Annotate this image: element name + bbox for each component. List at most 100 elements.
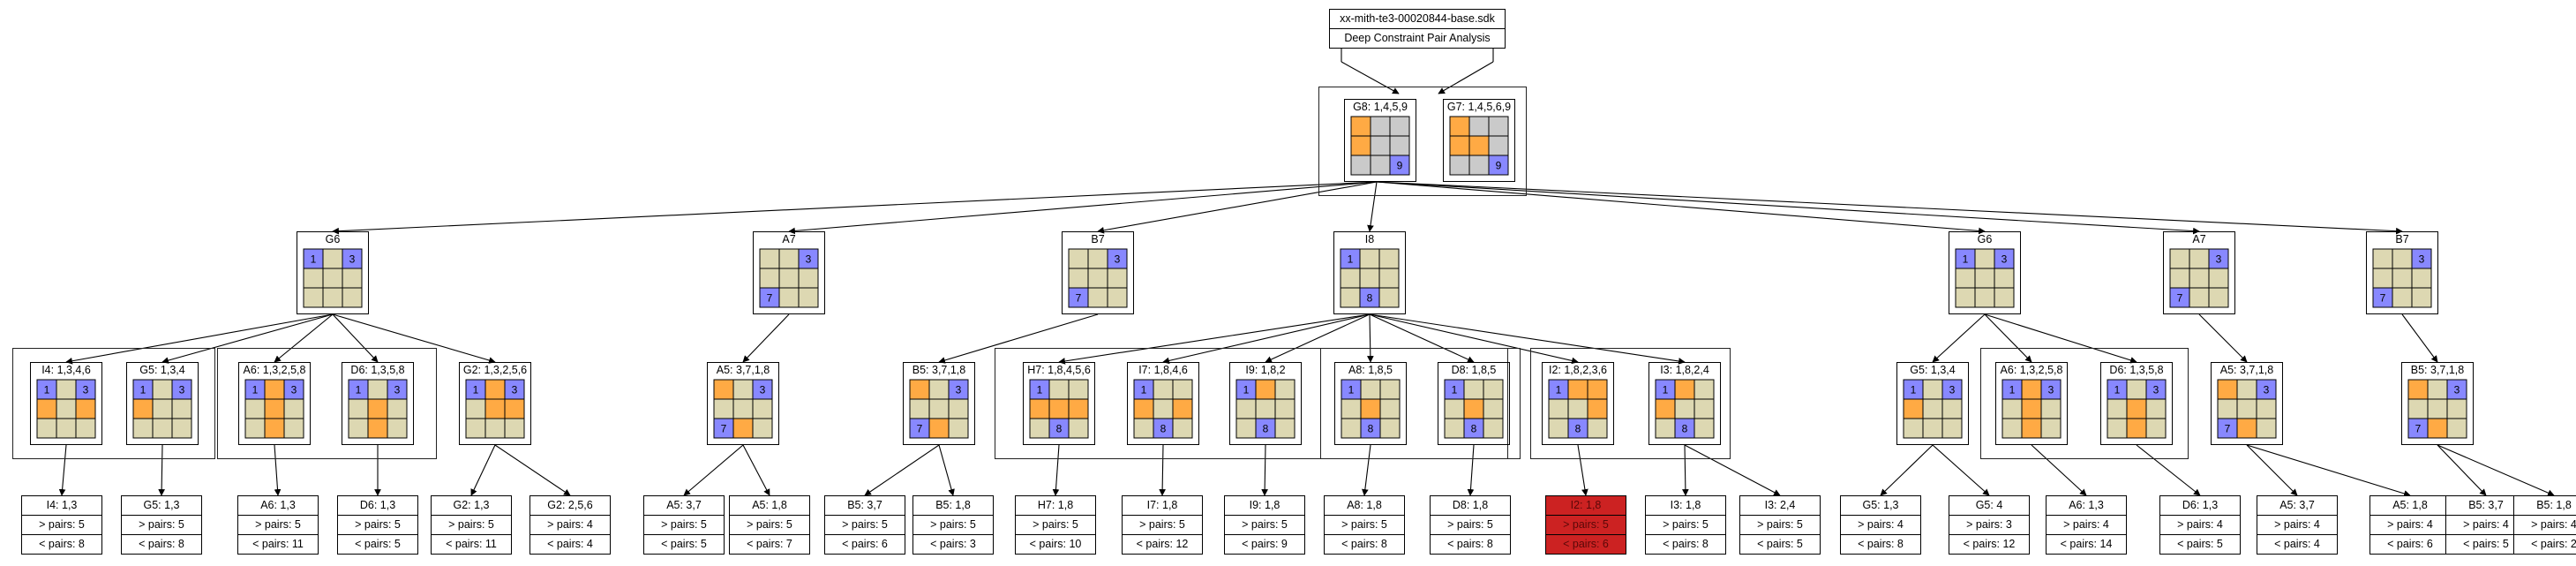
leaf-node[interactable]: A5: 3,7> pairs: 4< pairs: 4: [2257, 495, 2338, 555]
leaf-node[interactable]: I3: 1,8> pairs: 5< pairs: 8: [1645, 495, 1726, 555]
candidate-grid[interactable]: 18: [1444, 379, 1504, 439]
leaf-node[interactable]: I4: 1,3> pairs: 5< pairs: 8: [21, 495, 102, 555]
leaf-node[interactable]: I2: 1,8> pairs: 5< pairs: 6: [1545, 495, 1626, 555]
node-label[interactable]: G5: 1,3,4: [1910, 364, 1956, 376]
leaf-node[interactable]: B5: 3,7> pairs: 5< pairs: 6: [824, 495, 905, 555]
node-label[interactable]: D6: 1,3,5,8: [350, 364, 405, 376]
leaf-node[interactable]: G2: 2,5,6> pairs: 4< pairs: 4: [529, 495, 611, 555]
node-label[interactable]: G6: [325, 233, 341, 245]
candidate-grid[interactable]: 37: [2407, 379, 2467, 439]
node-label[interactable]: B7: [2395, 233, 2409, 245]
grid-digit: 7: [721, 423, 727, 435]
candidate-grid[interactable]: 37: [1068, 248, 1128, 308]
candidate-grid[interactable]: 9: [1350, 116, 1410, 176]
cluster-group: [1530, 348, 1731, 459]
node-label[interactable]: I9: 1,8,2: [1245, 364, 1286, 376]
candidate-grid[interactable]: 37: [2372, 248, 2432, 308]
node-label[interactable]: G2: 1,3,2,5,6: [462, 364, 528, 376]
header-line: xx-mith-te3-00020844-base.sdk: [1340, 12, 1495, 25]
node-label[interactable]: B7: [1091, 233, 1105, 245]
node-label[interactable]: I8: [1364, 233, 1375, 245]
tree-edge: [2437, 444, 2487, 496]
node-label[interactable]: D6: 1,3,5,8: [2109, 364, 2164, 376]
candidate-grid[interactable]: 37: [759, 248, 819, 308]
tree-edge: [938, 313, 1099, 364]
leaf-node[interactable]: B5: 1,8> pairs: 4< pairs: 2: [2513, 495, 2576, 555]
leaf-node[interactable]: D8: 1,8> pairs: 5< pairs: 8: [1430, 495, 1511, 555]
candidate-grid[interactable]: 18: [1340, 248, 1400, 308]
leaf-less-pairs: < pairs: 12: [1123, 534, 1202, 554]
candidate-grid[interactable]: 18: [1235, 379, 1296, 439]
grid-digit: 7: [917, 423, 923, 435]
node-label[interactable]: B5: 3,7,1,8: [2410, 364, 2465, 376]
candidate-grid[interactable]: 37: [909, 379, 969, 439]
leaf-title: G2: 2,5,6: [547, 499, 593, 511]
node-label[interactable]: G7: 1,4,5,6,9: [1446, 101, 1512, 113]
tree-edge: [1682, 444, 1689, 496]
leaf-node[interactable]: A5: 1,8> pairs: 5< pairs: 7: [729, 495, 810, 555]
leaf-node[interactable]: H7: 1,8> pairs: 5< pairs: 10: [1015, 495, 1096, 555]
leaf-node[interactable]: D6: 1,3> pairs: 5< pairs: 5: [337, 495, 418, 555]
grid-digit: 1: [2009, 384, 2016, 396]
leaf-node[interactable]: G5: 4> pairs: 3< pairs: 12: [1949, 495, 2030, 555]
node-label[interactable]: D8: 1,8,5: [1451, 364, 1497, 376]
leaf-node[interactable]: I7: 1,8> pairs: 5< pairs: 12: [1122, 495, 1203, 555]
node-label[interactable]: G6: [1977, 233, 1993, 245]
node-label[interactable]: A5: 3,7,1,8: [716, 364, 770, 376]
leaf-node[interactable]: A6: 1,3> pairs: 5< pairs: 11: [237, 495, 319, 555]
leaf-node[interactable]: G2: 1,3> pairs: 5< pairs: 11: [431, 495, 512, 555]
node-label[interactable]: I2: 1,8,2,3,6: [1548, 364, 1608, 376]
node-label[interactable]: G8: 1,4,5,9: [1353, 101, 1408, 113]
candidate-grid[interactable]: 18: [1655, 379, 1715, 439]
leaf-node[interactable]: A8: 1,8> pairs: 5< pairs: 8: [1324, 495, 1405, 555]
candidate-grid[interactable]: 37: [713, 379, 773, 439]
candidate-grid[interactable]: 37: [2169, 248, 2229, 308]
candidate-grid[interactable]: 18: [1133, 379, 1193, 439]
node-label[interactable]: G5: 1,3,4: [139, 364, 185, 376]
node-frame: [1648, 362, 1721, 445]
candidate-grid[interactable]: 37: [2217, 379, 2277, 439]
candidate-grid[interactable]: 18: [1548, 379, 1608, 439]
node-frame: [2211, 362, 2283, 445]
grid-digit: 3: [2454, 384, 2460, 396]
node-label[interactable]: A6: 1,3,2,5,8: [2000, 364, 2063, 376]
node-label[interactable]: A7: [2192, 233, 2206, 245]
leaf-less-pairs: < pairs: 5: [1740, 534, 1820, 554]
leaf-node[interactable]: G5: 1,3> pairs: 4< pairs: 8: [1840, 495, 1921, 555]
leaf-node[interactable]: G5: 1,3> pairs: 5< pairs: 8: [121, 495, 202, 555]
node-label[interactable]: A8: 1,8,5: [1348, 364, 1393, 376]
node-label[interactable]: A6: 1,3,2,5,8: [243, 364, 306, 376]
leaf-greater-pairs: > pairs: 5: [913, 515, 993, 534]
leaf-node[interactable]: I9: 1,8> pairs: 5< pairs: 9: [1224, 495, 1305, 555]
leaf-title: I2: 1,8: [1570, 499, 1602, 511]
leaf-node[interactable]: B5: 1,8> pairs: 5< pairs: 3: [912, 495, 994, 555]
leaf-node[interactable]: A5: 1,8> pairs: 4< pairs: 6: [2369, 495, 2451, 555]
candidate-grid[interactable]: 18: [1341, 379, 1401, 439]
leaf-node[interactable]: A6: 1,3> pairs: 4< pairs: 14: [2046, 495, 2127, 555]
tree-edge: [2246, 444, 2411, 497]
node-label[interactable]: H7: 1,8,4,5,6: [1027, 364, 1091, 376]
node-label[interactable]: I4: 1,3,4,6: [41, 364, 91, 376]
node-label[interactable]: A7: [782, 233, 796, 245]
node-label[interactable]: I7: 1,8,4,6: [1138, 364, 1188, 376]
leaf-node[interactable]: B5: 3,7> pairs: 4< pairs: 5: [2445, 495, 2527, 555]
leaf-node[interactable]: I3: 2,4> pairs: 5< pairs: 5: [1739, 495, 1821, 555]
leaf-node[interactable]: A5: 3,7> pairs: 5< pairs: 5: [643, 495, 725, 555]
candidate-grid[interactable]: 18: [1029, 379, 1089, 439]
candidate-grid[interactable]: 9: [1449, 116, 1509, 176]
leaf-node[interactable]: D6: 1,3> pairs: 4< pairs: 5: [2159, 495, 2241, 555]
node-label[interactable]: B5: 3,7,1,8: [912, 364, 966, 376]
leaf-less-pairs: < pairs: 14: [2047, 534, 2126, 554]
node-label[interactable]: A5: 3,7,1,8: [2219, 364, 2274, 376]
node-label[interactable]: I3: 1,8,2,4: [1660, 364, 1709, 376]
